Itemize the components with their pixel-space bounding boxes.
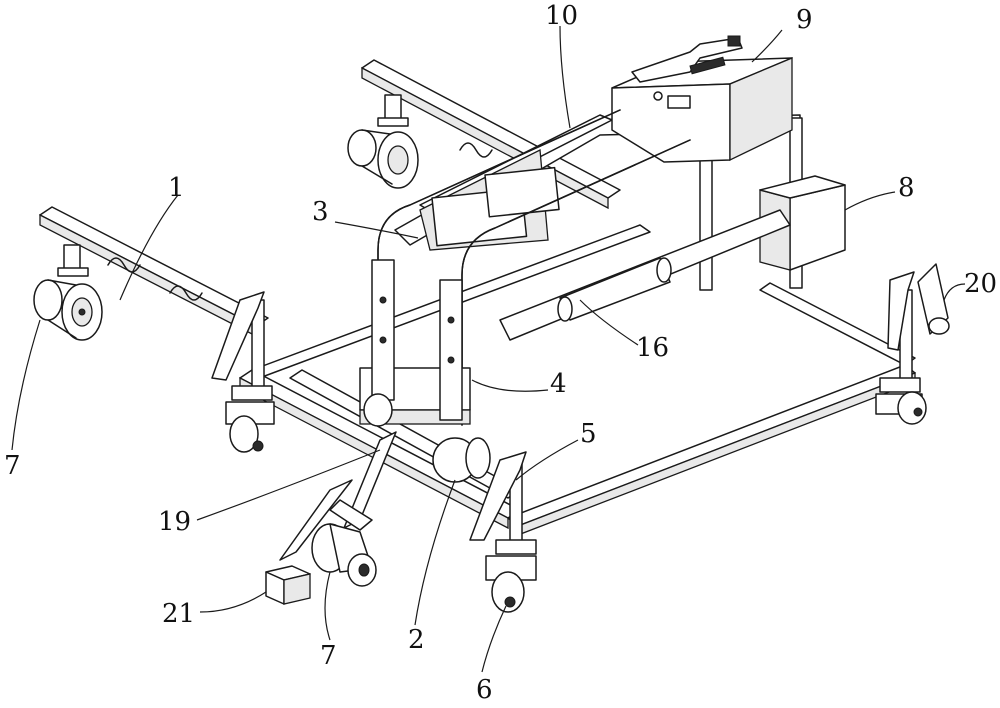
label-5: 5 [580, 419, 597, 449]
label-7a: 7 [4, 451, 21, 481]
label-21: 21 [162, 599, 195, 629]
label-16: 16 [636, 333, 669, 363]
label-10: 10 [545, 1, 578, 31]
part-21-block [265, 565, 311, 605]
part-9-control-box [611, 35, 793, 163]
leader-lines [11, 25, 966, 673]
label-4: 4 [550, 369, 567, 399]
label-20: 20 [964, 269, 997, 299]
part-5-clamp-handles [211, 271, 915, 541]
part-4-carriage-plate [359, 259, 491, 483]
label-2: 2 [408, 625, 425, 655]
left-front-caster [225, 385, 275, 453]
label-6: 6 [476, 675, 493, 705]
label-8: 8 [898, 173, 915, 203]
part-6-front-caster [485, 539, 537, 613]
label-9: 9 [796, 5, 813, 35]
part-3-roll-bar [377, 109, 691, 426]
part-16-roller [499, 209, 791, 341]
label-19: 19 [158, 507, 191, 537]
label-3: 3 [312, 197, 329, 227]
part-1-outrigger-bar [33, 206, 269, 341]
part-19-swing-arm [279, 431, 397, 561]
label-7b: 7 [320, 641, 337, 671]
part-20-handle [917, 263, 950, 335]
right-front-caster [875, 377, 927, 425]
front-left-wheel [311, 523, 377, 587]
part-8-side-box [759, 175, 846, 271]
label-1: 1 [168, 173, 185, 203]
